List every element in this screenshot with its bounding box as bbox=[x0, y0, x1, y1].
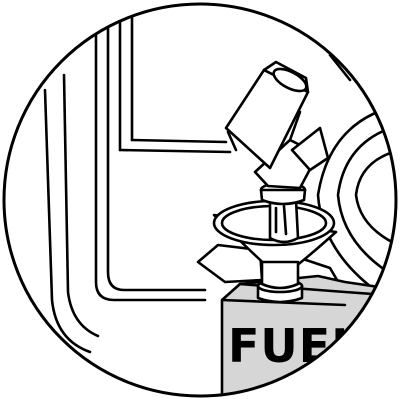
fuel-label: FUEL bbox=[228, 319, 362, 373]
illustration-content: FUEL bbox=[45, 0, 400, 399]
